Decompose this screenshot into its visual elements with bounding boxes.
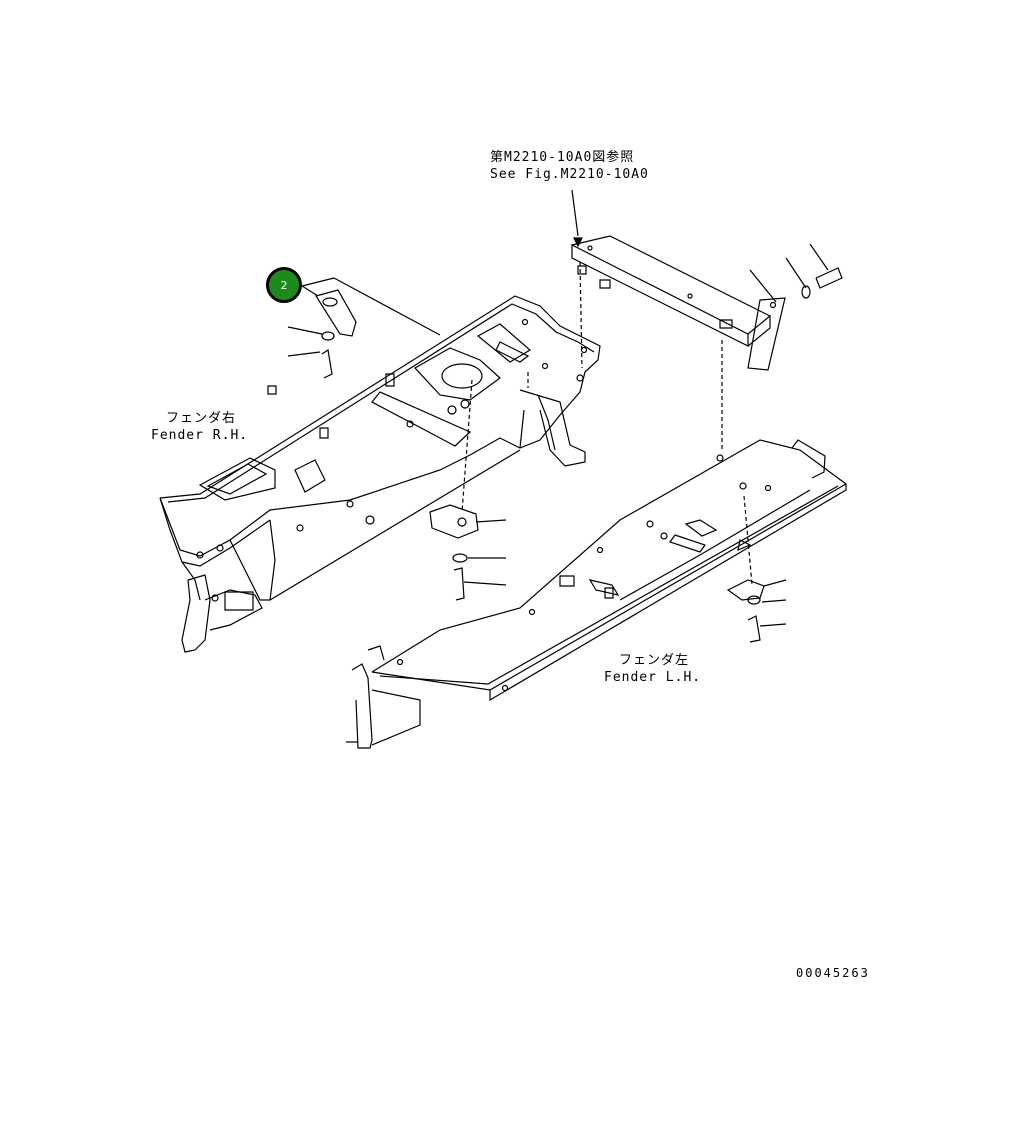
cross-beam [572,236,785,370]
fender-lh-body [346,440,846,748]
fender-rh-label-jp: フェンダ右 [166,411,237,426]
figure-id: 00045263 [796,966,870,980]
fender-rh-body [160,296,600,652]
crossbeam-bolt [750,244,842,302]
reference-label-jp: 第M2210-10A0図参照 [490,150,635,165]
right-hardware [728,580,786,642]
fender-rh-label-en: Fender R.H. [151,428,249,443]
reference-label-en: See Fig.M2210-10A0 [490,167,649,182]
hidden-lines [462,262,752,584]
callout-marker-2[interactable]: 2 [266,267,302,303]
reference-arrow [572,190,582,246]
fender-lh-label-jp: フェンダ左 [619,653,690,668]
fender-lh-label-en: Fender L.H. [604,670,702,685]
callout-number: 2 [280,278,288,292]
mid-hardware [430,505,506,600]
mount-bracket [288,278,440,378]
